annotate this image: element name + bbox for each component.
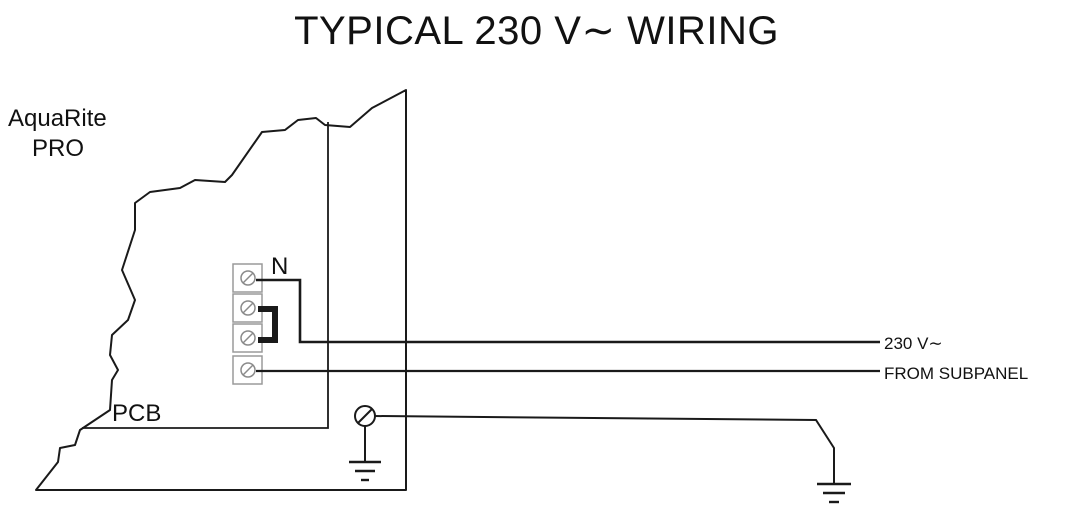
device-name-line1: AquaRite [8, 105, 107, 132]
jumper-wire [258, 306, 278, 343]
neutral-wire [256, 278, 880, 344]
terminal-1 [232, 263, 263, 293]
supply-voltage-label: 230 V∼ [884, 334, 943, 353]
supply-source-label: FROM SUBPANEL [884, 364, 1029, 383]
neutral-label: N [271, 253, 289, 280]
device-name-line2: PRO [32, 135, 85, 162]
terminal-screw-2 [240, 300, 256, 316]
terminal-screw-4 [240, 362, 256, 378]
terminal-screw-3 [240, 330, 256, 346]
ground-symbol-external [817, 462, 851, 504]
pcb-label: PCB [112, 400, 162, 427]
ground-wire [374, 415, 835, 462]
pcb-board-edge [82, 122, 329, 429]
ground-symbol-internal [349, 426, 381, 482]
terminal-block [232, 263, 263, 385]
enclosure-outline [35, 89, 407, 491]
terminal-screw-1 [240, 270, 256, 286]
diagram-title: TYPICAL 230 V∼ WIRING [294, 9, 779, 53]
